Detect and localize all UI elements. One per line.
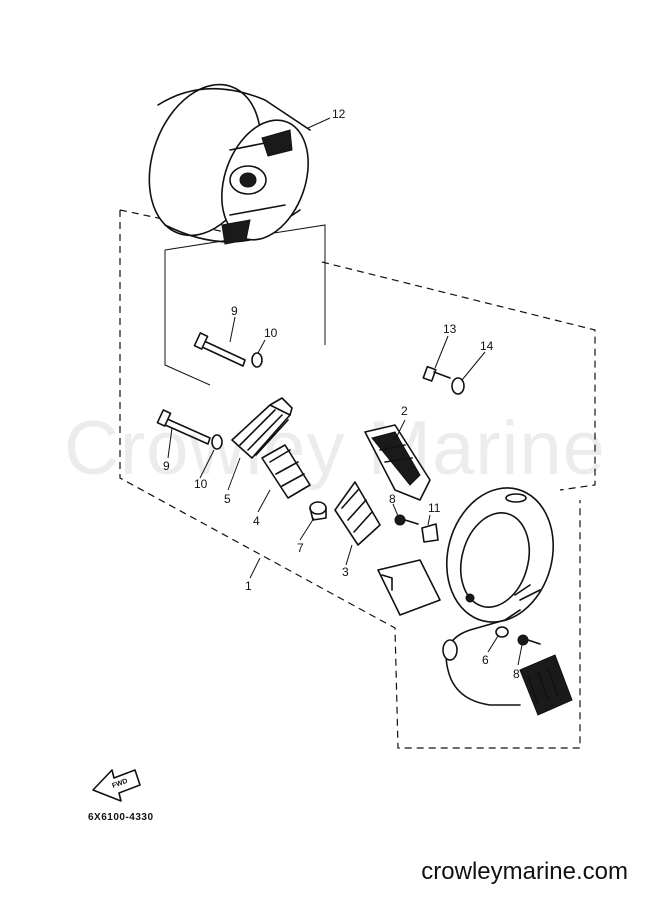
callout-10-lower: 10: [194, 477, 208, 491]
screw-8-upper: [394, 514, 419, 526]
leader-lines: [167, 117, 523, 666]
callout-3: 3: [342, 565, 349, 579]
screw-8-lower: [517, 634, 541, 646]
callout-10-upper: 10: [264, 326, 278, 340]
stator-base-plate-1: [377, 487, 573, 716]
pulser-coil-5: [231, 397, 293, 459]
callout-2: 2: [401, 404, 408, 418]
callout-5: 5: [224, 492, 231, 506]
callout-8-lower: 8: [513, 667, 520, 681]
flywheel-rotor: [148, 83, 311, 245]
footer-url[interactable]: crowleymarine.com: [421, 858, 628, 885]
washer-10-upper: [251, 352, 263, 368]
callout-13: 13: [443, 322, 457, 336]
callout-1: 1: [245, 579, 252, 593]
callout-14: 14: [480, 339, 494, 353]
clamp-11: [421, 523, 439, 543]
lighting-coil-3: [334, 481, 381, 546]
bolt-9-upper: [193, 332, 246, 367]
callout-7: 7: [297, 541, 304, 555]
callout-9-upper: 9: [231, 304, 238, 318]
callout-9-lower: 9: [163, 459, 170, 473]
diagram-code: 6X6100-4330: [88, 812, 154, 823]
washer-10-lower: [211, 434, 223, 450]
bolt-9-lower: [156, 409, 211, 445]
cord-clamp-6: [495, 626, 509, 638]
callout-4: 4: [253, 514, 260, 528]
callout-6: 6: [482, 653, 489, 667]
collar-7: [309, 501, 327, 521]
source-coil-2: [364, 424, 431, 501]
callout-12: 12: [332, 107, 346, 121]
callout-11: 11: [428, 501, 441, 515]
callout-8-upper: 8: [389, 492, 396, 506]
washer-14: [451, 377, 465, 395]
forward-arrow-icon: FWD: [92, 769, 141, 802]
bolt-13: [422, 365, 451, 382]
assembly-boundary: [119, 209, 596, 749]
watermark: Crowley Marine: [64, 406, 606, 491]
charge-coil-4: [261, 444, 311, 499]
